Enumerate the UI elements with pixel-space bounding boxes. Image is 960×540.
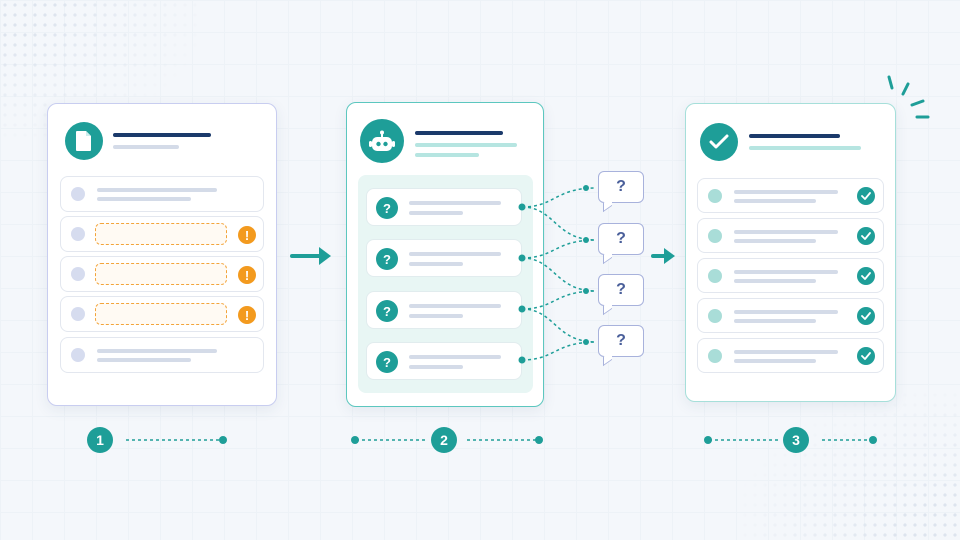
row-dot bbox=[71, 267, 85, 281]
header-line-dark bbox=[749, 134, 840, 138]
row-line bbox=[734, 239, 816, 243]
warning-icon: ! bbox=[238, 266, 256, 284]
row-line bbox=[734, 359, 816, 363]
row-dot bbox=[708, 269, 722, 283]
question-bubble: ? bbox=[598, 223, 644, 255]
missing-field-box bbox=[95, 303, 227, 325]
row-line bbox=[409, 252, 501, 256]
assistant-card: ? ? ? ? bbox=[346, 102, 544, 407]
question-row: ? bbox=[366, 239, 522, 277]
question-bubble: ? bbox=[598, 171, 644, 203]
row-line bbox=[409, 211, 463, 215]
header-line-teal bbox=[415, 143, 517, 147]
question-badge: ? bbox=[376, 197, 398, 219]
row-dot bbox=[708, 309, 722, 323]
row-line bbox=[97, 349, 217, 353]
row-line bbox=[409, 262, 463, 266]
row-dot bbox=[71, 348, 85, 362]
sparkle-icon bbox=[887, 75, 930, 119]
row-dot bbox=[708, 189, 722, 203]
document-card: ! ! ! bbox=[47, 103, 277, 406]
completed-row bbox=[697, 258, 884, 293]
check-icon bbox=[857, 187, 875, 205]
list-item bbox=[60, 176, 264, 212]
row-line bbox=[734, 270, 838, 274]
completed-row bbox=[697, 178, 884, 213]
header-line-dark bbox=[113, 133, 211, 137]
question-bubble: ? bbox=[598, 274, 644, 306]
row-dot bbox=[708, 229, 722, 243]
step-line-dots bbox=[219, 436, 877, 444]
row-line bbox=[734, 199, 816, 203]
row-line bbox=[409, 365, 463, 369]
question-row: ? bbox=[366, 342, 522, 380]
questions-panel: ? ? ? ? bbox=[358, 175, 533, 393]
list-item bbox=[60, 337, 264, 373]
row-line bbox=[734, 319, 816, 323]
arrow-right-icon bbox=[290, 247, 331, 265]
completed-card bbox=[685, 103, 896, 402]
row-line bbox=[734, 350, 838, 354]
row-line bbox=[97, 188, 217, 192]
check-icon bbox=[857, 227, 875, 245]
row-line bbox=[409, 355, 501, 359]
question-row: ? bbox=[366, 188, 522, 226]
document-icon bbox=[65, 122, 103, 160]
row-line bbox=[734, 190, 838, 194]
step-number-1: 1 bbox=[87, 427, 113, 453]
warning-icon: ! bbox=[238, 226, 256, 244]
question-badge: ? bbox=[376, 300, 398, 322]
row-dot bbox=[71, 187, 85, 201]
robot-icon bbox=[360, 119, 404, 163]
row-line bbox=[97, 358, 191, 362]
header-line-dark bbox=[415, 131, 503, 135]
check-circle-icon bbox=[700, 123, 738, 161]
question-badge: ? bbox=[376, 248, 398, 270]
background-dots-bottom-right bbox=[740, 390, 960, 540]
header-line-teal bbox=[749, 146, 861, 150]
step-number-2: 2 bbox=[431, 427, 457, 453]
question-badge: ? bbox=[376, 351, 398, 373]
row-dot bbox=[71, 227, 85, 241]
header-line-teal bbox=[415, 153, 479, 157]
row-line bbox=[409, 201, 501, 205]
check-icon bbox=[857, 307, 875, 325]
warning-icon: ! bbox=[238, 306, 256, 324]
header-line-light bbox=[113, 145, 179, 149]
row-line bbox=[734, 279, 816, 283]
check-icon bbox=[857, 347, 875, 365]
missing-field-box bbox=[95, 263, 227, 285]
row-line bbox=[97, 197, 191, 201]
completed-row bbox=[697, 298, 884, 333]
row-line bbox=[734, 230, 838, 234]
completed-row bbox=[697, 338, 884, 373]
step-number-3: 3 bbox=[783, 427, 809, 453]
row-line bbox=[409, 304, 501, 308]
question-connectors bbox=[521, 187, 597, 361]
question-row: ? bbox=[366, 291, 522, 329]
arrow-right-icon bbox=[651, 248, 675, 264]
missing-field-box bbox=[95, 223, 227, 245]
list-item-missing: ! bbox=[60, 296, 264, 332]
list-item-missing: ! bbox=[60, 256, 264, 292]
check-icon bbox=[857, 267, 875, 285]
connector-dots bbox=[518, 185, 589, 364]
row-line bbox=[409, 314, 463, 318]
completed-row bbox=[697, 218, 884, 253]
row-line bbox=[734, 310, 838, 314]
list-item-missing: ! bbox=[60, 216, 264, 252]
row-dot bbox=[71, 307, 85, 321]
row-dot bbox=[708, 349, 722, 363]
question-bubble: ? bbox=[598, 325, 644, 357]
